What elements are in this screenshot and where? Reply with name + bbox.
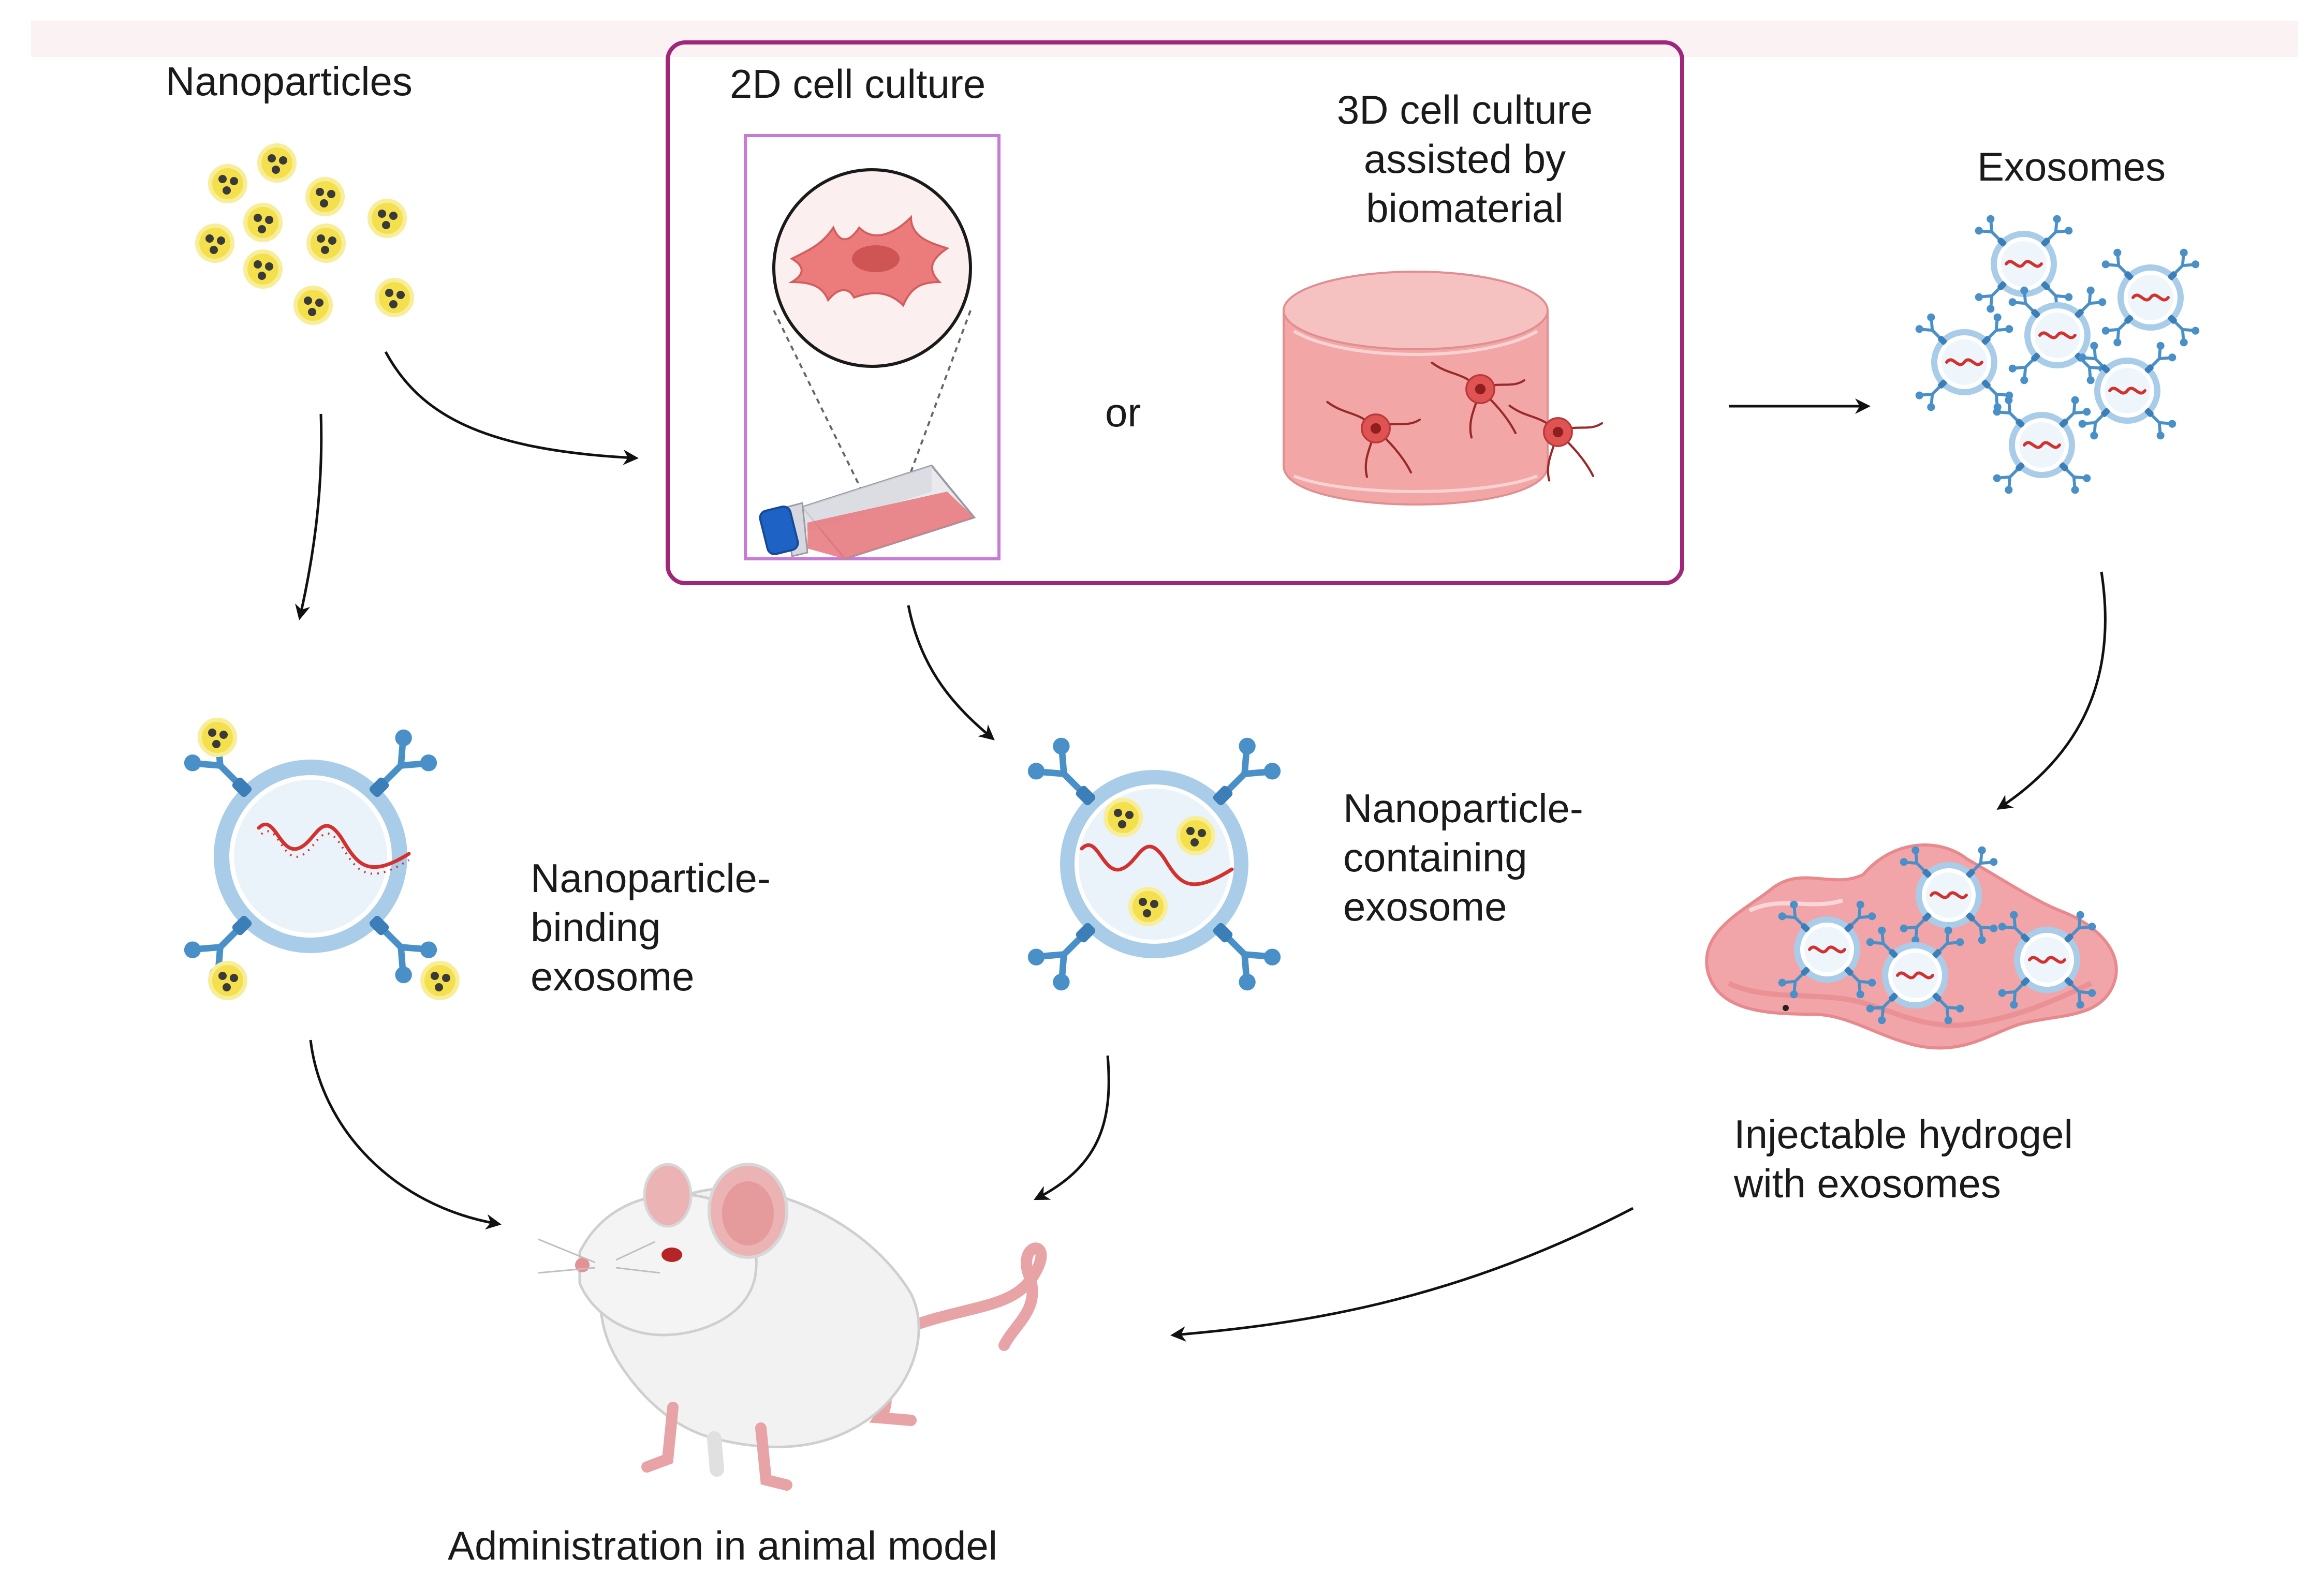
- exosomes-label: Exosomes: [1977, 144, 2166, 189]
- flow-arrows: [295, 351, 2107, 1342]
- culture-3d-line-2: assisted by: [1363, 136, 1566, 182]
- nanoparticle-icon: [197, 145, 412, 323]
- np-containing-line-1: Nanoparticle-: [1343, 785, 1583, 831]
- exosome-icon: [1914, 214, 2201, 496]
- culture-flask-icon: [744, 134, 1001, 560]
- culture-3d-line-1: 3D cell culture: [1336, 87, 1593, 132]
- np-containing-line-3: exosome: [1343, 884, 1507, 929]
- culture-2d-label: 2D cell culture: [730, 61, 986, 107]
- arrow-icon: [309, 1040, 502, 1230]
- exosome-cluster: [1914, 214, 2201, 496]
- arrow-icon: [907, 605, 995, 740]
- exosome-icon: [1024, 734, 1284, 994]
- cell-icon: [788, 215, 950, 307]
- arrow-icon: [1034, 1055, 1110, 1200]
- nanoparticles-label: Nanoparticles: [166, 58, 413, 104]
- hydrogel-line-2: with exosomes: [1734, 1161, 2001, 1206]
- np-binding-exosome: [181, 720, 458, 998]
- arrow-icon: [1996, 571, 2107, 810]
- arrow-icon: [295, 413, 323, 620]
- np-binding-line-1: Nanoparticle-: [531, 855, 771, 901]
- arrow-icon: [1170, 1207, 1634, 1342]
- administration-label: Administration in animal model: [448, 1523, 998, 1568]
- np-binding-line-2: binding: [531, 904, 661, 950]
- hydrogel-label: Injectable hydrogel with exosomes: [1734, 1110, 2073, 1208]
- np-containing-line-2: containing: [1343, 835, 1527, 880]
- or-label: or: [1105, 390, 1141, 435]
- arrow-icon: [384, 351, 639, 465]
- np-binding-line-3: exosome: [531, 954, 695, 999]
- np-binding-label: Nanoparticle- binding exosome: [531, 854, 771, 1001]
- top-band: [31, 21, 2298, 57]
- np-containing-exosome: [1024, 734, 1284, 994]
- np-containing-label: Nanoparticle- containing exosome: [1343, 784, 1583, 931]
- scaffold-icon: [1283, 271, 1602, 506]
- mouse-icon: [538, 1163, 1047, 1491]
- culture-3d-line-3: biomaterial: [1366, 185, 1564, 231]
- culture-3d-label: 3D cell culture assisted by biomaterial: [1266, 85, 1664, 233]
- exosome-icon: [181, 726, 440, 987]
- hydrogel-line-1: Injectable hydrogel: [1734, 1111, 2073, 1157]
- hydrogel-icon: [1705, 845, 2118, 1050]
- nanoparticle-cluster: [197, 145, 412, 323]
- culture-frame: [666, 40, 1684, 585]
